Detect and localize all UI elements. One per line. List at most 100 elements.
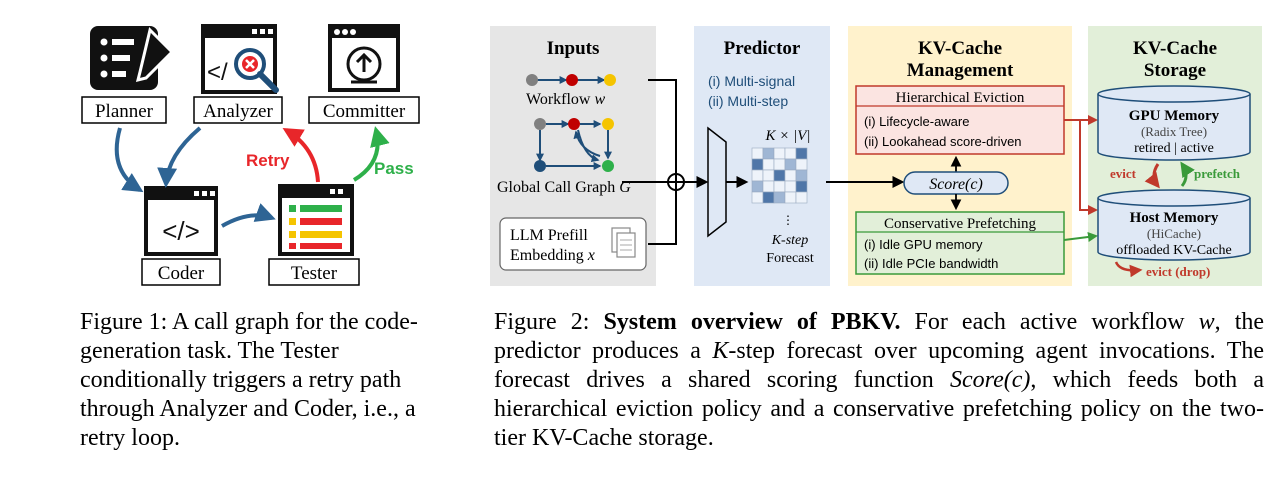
committer-icon xyxy=(328,24,400,92)
global-call-graph xyxy=(534,118,614,172)
prefetch-label: prefetch xyxy=(1194,166,1241,181)
prefetch-item-2: (ii) Idle PCIe bandwidth xyxy=(864,256,998,271)
svg-text:</: </ xyxy=(207,59,228,86)
forecast-cell xyxy=(762,147,775,160)
forecast-cell xyxy=(773,169,786,182)
eviction-box xyxy=(855,85,1065,155)
host-memory-cylinder xyxy=(1097,189,1251,261)
committer-label: Committer xyxy=(323,101,406,122)
inputs-title: Inputs xyxy=(547,38,600,59)
connector-embedding xyxy=(648,182,677,245)
figure2-caption-text-a: For each active workflow xyxy=(914,309,1185,335)
planner-node xyxy=(81,96,167,124)
gpu-title: GPU Memory xyxy=(1129,108,1220,124)
figure2-caption: Figure 2: System overview of PBKV. For e… xyxy=(494,308,1264,453)
coder-label: Coder xyxy=(158,263,205,284)
tester-icon xyxy=(278,184,354,256)
gpu-memory-cylinder xyxy=(1097,85,1251,161)
planner-label: Planner xyxy=(95,101,154,122)
predictor-network-trapezoid xyxy=(707,126,727,238)
pass-label: Pass xyxy=(374,159,414,178)
edge-coder-tester xyxy=(221,203,276,228)
forecast-cell xyxy=(795,180,808,193)
coder-node xyxy=(141,258,221,286)
figure2-caption-var-w: w xyxy=(1198,309,1215,335)
edge-tester-committer-pass xyxy=(352,126,390,182)
forecast-cell xyxy=(762,169,775,182)
forecast-cell xyxy=(751,180,764,193)
storage-title-2: Storage xyxy=(1144,60,1206,81)
figure1-caption-text: A call graph for the code-generation tas… xyxy=(80,309,418,451)
forecast-label: Forecast xyxy=(766,251,814,266)
forecast-matrix xyxy=(751,147,808,204)
host-title: Host Memory xyxy=(1130,210,1219,226)
score-label: Score(c) xyxy=(929,176,983,193)
gpu-sub: (Radix Tree) xyxy=(1141,124,1207,139)
host-sub: (HiCache) xyxy=(1147,226,1201,241)
call-graph-label: Global Call Graph G xyxy=(497,179,631,196)
kstep-label: K-step xyxy=(771,233,809,248)
forecast-cell xyxy=(784,191,797,204)
figure2-caption-text-b: , the predictor produces a xyxy=(494,309,1265,364)
evict-arrow xyxy=(1144,163,1160,189)
figure2-caption-text-c: -step forecast over upcoming agent invoc… xyxy=(494,338,1265,393)
management-title-1: KV-Cache xyxy=(918,38,1002,59)
forecast-cell xyxy=(751,158,764,171)
eviction-item-1: (i) Lifecycle-aware xyxy=(864,114,969,129)
analyzer-icon: </ xyxy=(201,24,279,94)
forecast-cell xyxy=(795,158,808,171)
evict-drop-label: evict (drop) xyxy=(1146,264,1210,279)
forecast-cell xyxy=(773,180,786,193)
planner-icon xyxy=(90,26,175,90)
figure2-system-overview: Inputs Workflow w Global Call Graph G LL… xyxy=(490,26,1262,286)
prefetch-arrow xyxy=(1180,161,1195,187)
figure2-caption-var-score: Score(c) xyxy=(950,367,1031,393)
gpu-state: retired | active xyxy=(1134,141,1214,156)
predictor-title: Predictor xyxy=(724,38,801,59)
eviction-item-2: (ii) Lookahead score-driven xyxy=(864,134,1022,149)
coder-icon: </> xyxy=(144,186,218,256)
llm-embedding-box xyxy=(499,217,647,271)
prefetch-item-1: (i) Idle GPU memory xyxy=(864,237,983,252)
workflow-label: Workflow w xyxy=(526,91,605,108)
figure2-caption-label: Figure 2: xyxy=(494,309,590,335)
forecast-cell xyxy=(762,180,775,193)
forecast-cell xyxy=(795,191,808,204)
predictor-signal1: (i) Multi-signal xyxy=(708,73,795,89)
matrix-size-label: K × |V| xyxy=(764,128,810,144)
concat-circle-icon xyxy=(667,173,685,191)
forecast-cell xyxy=(762,191,775,204)
prefetch-box xyxy=(855,211,1065,275)
svg-text:</>: </> xyxy=(162,216,200,246)
figures-canvas: Planner </ Analyzer Committer xyxy=(81,24,1262,286)
predictor-signal2: (ii) Multi-step xyxy=(708,93,788,109)
forecast-cell xyxy=(773,147,786,160)
forecast-cell xyxy=(795,147,808,160)
forecast-cell xyxy=(762,158,775,171)
analyzer-label: Analyzer xyxy=(203,101,273,122)
evict-label: evict xyxy=(1110,166,1137,181)
forecast-cell xyxy=(795,169,808,182)
committer-node xyxy=(308,96,420,124)
storage-title-1: KV-Cache xyxy=(1133,38,1217,59)
analyzer-node xyxy=(193,96,283,124)
forecast-cell xyxy=(784,147,797,160)
document-icon xyxy=(611,227,636,258)
forecast-cell xyxy=(751,169,764,182)
llm-line2: Embedding x xyxy=(510,247,595,264)
connector-workflow xyxy=(648,79,677,182)
forecast-cell xyxy=(784,169,797,182)
arrow-prefetch-host xyxy=(1063,232,1098,242)
forecast-cell xyxy=(751,147,764,160)
figure1-caption-label: Figure 1: xyxy=(80,309,168,335)
prefetch-title: Conservative Prefetching xyxy=(884,216,1037,232)
llm-line1: LLM Prefill xyxy=(510,227,588,244)
retry-label: Retry xyxy=(246,151,290,170)
figure2-caption-bold: System overview of PBKV. xyxy=(603,309,901,335)
tester-node xyxy=(268,258,360,286)
edge-planner-coder xyxy=(114,127,144,193)
eviction-title: Hierarchical Eviction xyxy=(896,90,1025,106)
matrix-ellipsis: ⋮ xyxy=(782,213,794,227)
evict-drop-arrow xyxy=(1114,261,1143,278)
edge-analyzer-coder xyxy=(157,126,202,188)
